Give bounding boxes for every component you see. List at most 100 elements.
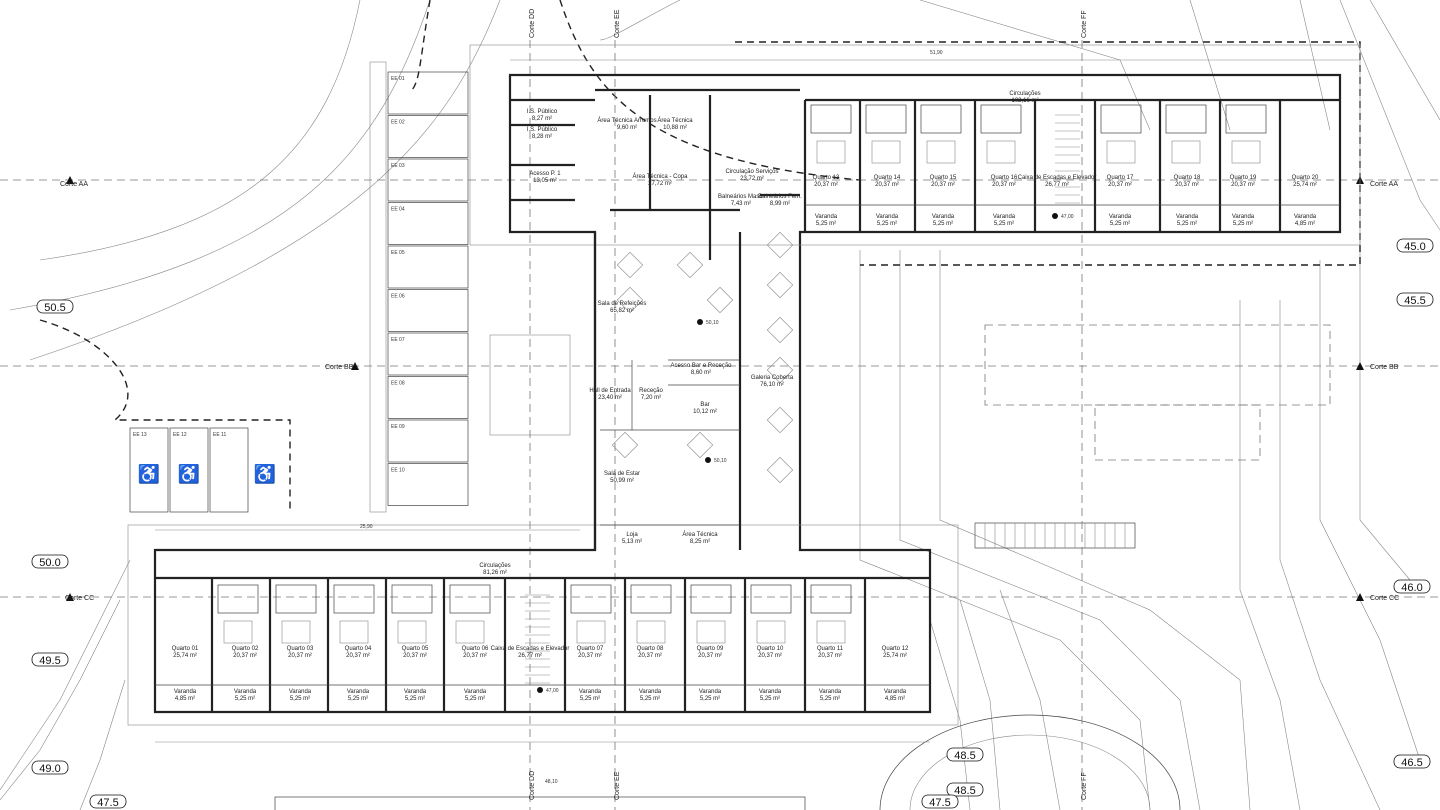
dining-table [766,271,794,299]
bathroom [275,584,317,614]
dining-table [766,356,794,384]
elevation-value: 47,00 [546,688,559,694]
veranda-area: 5,25 m² [235,696,255,702]
bed [816,620,846,644]
level-label: 50.5 [44,302,65,314]
room-label-area: 20,37 m² [992,182,1016,188]
room-label-area: 20,37 m² [578,653,602,659]
room-label: Caixa de Escadas e Elevador [491,646,570,652]
room-label-area: 102,16 m² [1011,98,1038,104]
room-label-area: 23,40 m² [598,395,622,401]
veranda-label: Varanda [639,689,662,695]
room-label: Sala de Estar [604,471,640,477]
level-badge [1396,292,1434,307]
parking-kerb [369,61,387,513]
section-arrow-icon [1356,362,1364,370]
bed [339,620,369,644]
room-label-area: 20,37 m² [638,653,662,659]
room-label: Quarto 09 [697,646,724,652]
bed [576,620,606,644]
bathroom [690,584,732,614]
veranda-label: Varanda [404,689,427,695]
room-label: Circulações [479,563,510,569]
bed [1231,140,1261,164]
room-label: Quarto 06 [462,646,489,652]
section-label-ee: Corte EE [614,9,621,38]
contour-line [1319,260,1421,761]
level-label: 46.0 [1401,582,1422,594]
level-label: 48.5 [954,750,975,762]
veranda-label: Varanda [347,689,370,695]
room-label-area: 8,99 m² [770,201,790,207]
parking-space-label: EE 11 [213,432,226,438]
section-arrow-icon [66,176,74,184]
bathroom [1225,104,1267,134]
veranda-label: Varanda [932,214,955,220]
contour-line [1369,0,1440,121]
bed [696,620,726,644]
level-label: 50.0 [39,557,60,569]
accessible-parking-icon: ♿ [138,463,160,484]
room-label: Quarto 15 [930,175,957,181]
bed [397,620,427,644]
level-badge [921,794,959,809]
section-label-bb: Corte BB [1370,364,1399,371]
bed [455,620,485,644]
room-label-area: 20,37 m² [288,653,312,659]
level-badge [1393,579,1431,594]
veranda-label: Varanda [699,689,722,695]
section-label-dd: Corte DD [529,9,536,38]
room-label: I.S. Público [527,109,558,115]
level-badge [31,652,69,667]
room-label: Área Técnica [657,117,693,124]
dining-table [766,456,794,484]
veranda-area: 5,25 m² [877,221,897,227]
veranda-label: Varanda [234,689,257,695]
room-label-area: 8,25 m² [690,539,710,545]
bathroom [865,104,907,134]
room-label: Quarto 14 [874,175,901,181]
room-label-area: 76,10 m² [760,382,784,388]
room-label: Loja [626,532,638,538]
room-label-area: 20,37 m² [1231,182,1255,188]
parking-space-label: EE 13 [133,432,147,438]
room-label: Quarto 12 [882,646,909,652]
parking-space-label: EE 05 [391,250,405,256]
room-label: Receção [639,388,663,394]
dining-table [766,231,794,259]
parking-space [387,332,469,376]
bathroom [980,104,1022,134]
room-label-area: 27,72 m² [648,181,672,187]
level-label: 45.0 [1404,241,1425,253]
veranda-area: 5,25 m² [465,696,485,702]
room-label-area: 20,37 m² [931,182,955,188]
room-label: Área Técnica Arrumos [597,117,656,124]
elevation-value: 50,10 [714,458,727,464]
room-label-area: 8,60 m² [691,370,711,376]
veranda-label: Varanda [759,689,782,695]
section-label-dd: Corte DD [529,771,536,800]
parking-space [387,419,469,463]
section-label-aa: Corte AA [60,181,88,188]
site-boundary [411,0,431,91]
room-label-area: 25,74 m² [883,653,907,659]
contour-line [999,589,1061,810]
bathroom [391,584,433,614]
contour-line [1279,300,1381,810]
room-label-area: 20,37 m² [463,653,487,659]
room-label-area: 20,37 m² [758,653,782,659]
bathroom [750,584,792,614]
veranda-area: 5,25 m² [994,221,1014,227]
dining-table [676,251,704,279]
room-label-area: 9,60 m² [617,125,637,131]
section-label-aa: Corte AA [1370,181,1398,188]
level-label: 45.5 [1404,295,1425,307]
contour-line [939,250,1251,810]
veranda-area: 5,25 m² [1233,221,1253,227]
room-label-area: 20,37 m² [346,653,370,659]
building-walls [127,44,1361,726]
room-label: Quarto 13 [813,175,840,181]
parking-space-label: EE 04 [391,207,405,213]
